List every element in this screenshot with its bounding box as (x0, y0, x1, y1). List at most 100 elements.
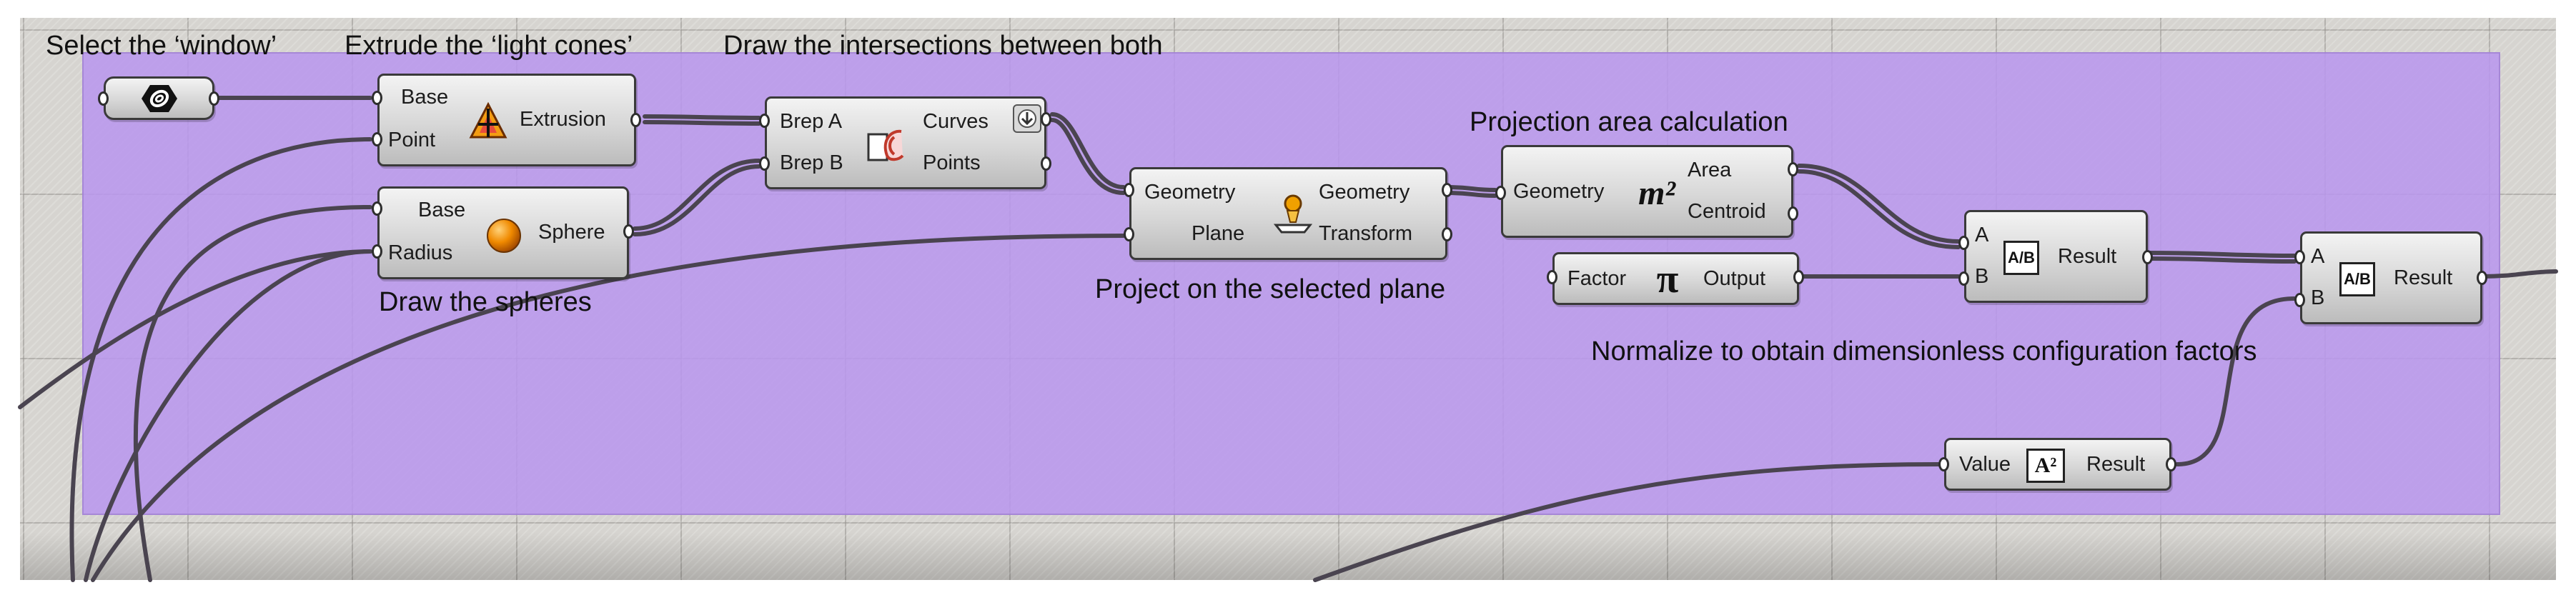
wire-sphere-to-brepB-2 (633, 164, 761, 236)
intersect-curves-port[interactable] (1041, 112, 1051, 126)
sphere-radius-port[interactable] (372, 244, 382, 259)
wire-to-sphere-base (133, 205, 372, 582)
flatten-arrow-icon[interactable] (1013, 104, 1041, 133)
division2-result-port[interactable] (2477, 271, 2487, 285)
brep-brep-intersection-node[interactable]: Brep A Brep B Curves Points (765, 96, 1046, 189)
area-area-port[interactable] (1788, 162, 1798, 176)
wire-to-project-plane (91, 234, 1126, 582)
division1-b-port[interactable] (1958, 271, 1969, 286)
extrude-node[interactable]: Base Point Extrusion (377, 74, 636, 166)
area-output-centroid: Centroid (1688, 200, 1766, 223)
wire-curves-to-geometry-2 (1050, 118, 1126, 195)
pi-node[interactable]: Factor π Output (1552, 252, 1799, 305)
wire-division2-out (2480, 269, 2558, 279)
extrude-input-base: Base (401, 86, 449, 109)
division2-input-b: B (2311, 286, 2325, 309)
intersect-brepA-port[interactable] (759, 114, 770, 128)
sphere-base-port[interactable] (372, 201, 382, 216)
wire-to-extrude-point (69, 137, 372, 582)
wire-to-sphere-radius-b (84, 249, 372, 582)
brep-param-input-port[interactable] (98, 91, 109, 106)
brep-parameter-icon (134, 81, 184, 116)
extrude-point-icon (467, 100, 510, 143)
wire-square-to-division2-b (2175, 296, 2297, 466)
brep-parameter-node[interactable] (104, 76, 214, 120)
project-node[interactable]: Geometry Plane Geometry Transform (1129, 167, 1447, 260)
project-plane-port[interactable] (1124, 227, 1134, 241)
pi-icon: π (1656, 257, 1679, 301)
wire-project-to-area-2 (1445, 191, 1497, 198)
area-geometry-port[interactable] (1495, 186, 1506, 200)
wire-area-to-division-a-2 (1797, 169, 1961, 249)
extrude-output-extrusion: Extrusion (520, 108, 606, 131)
sphere-icon (484, 216, 524, 256)
division1-input-b: B (1975, 265, 1989, 288)
project-geometry-in-port[interactable] (1124, 183, 1134, 197)
area-centroid-port[interactable] (1788, 206, 1798, 221)
intersect-brepB-port[interactable] (759, 156, 770, 171)
label-projection-area: Projection area calculation (1470, 107, 1788, 137)
square-output-result: Result (2086, 453, 2146, 476)
square-input-value: Value (1959, 453, 2011, 476)
project-input-plane: Plane (1192, 222, 1245, 245)
label-extrude-cones: Extrude the ‘light cones’ (345, 31, 633, 61)
wire-division-to-division2-a (2146, 251, 2297, 258)
division-node-2[interactable]: A B A/B Result (2300, 231, 2482, 324)
intersect-points-port[interactable] (1041, 156, 1051, 171)
division2-a-port[interactable] (2294, 250, 2305, 264)
square-icon: A² (2026, 449, 2065, 483)
pi-output-port[interactable] (1793, 270, 1804, 284)
division1-result-port[interactable] (2142, 250, 2153, 264)
label-normalize: Normalize to obtain dimensionless config… (1591, 336, 2257, 366)
label-draw-intersections: Draw the intersections between both (723, 31, 1163, 61)
project-icon (1272, 192, 1314, 236)
wire-extrusion-to-brepA (643, 114, 761, 120)
brep-brep-intersection-icon (864, 123, 908, 166)
extrude-point-port[interactable] (372, 132, 382, 146)
intersect-input-brepB: Brep B (780, 151, 843, 174)
division-icon: A/B (2339, 262, 2375, 296)
wire-area-to-division-a (1797, 164, 1961, 244)
project-output-transform: Transform (1319, 222, 1413, 245)
wire-to-square-value (1313, 462, 1941, 582)
project-geometry-out-port[interactable] (1442, 183, 1452, 197)
wire-division-to-division2-a-2 (2146, 256, 2297, 264)
division2-input-a: A (2311, 245, 2325, 268)
project-input-geometry: Geometry (1144, 181, 1236, 204)
wire-extrusion-to-brepA-2 (643, 120, 761, 126)
label-project-plane: Project on the selected plane (1095, 274, 1446, 304)
wire-to-sphere-radius (18, 249, 372, 409)
extrude-base-port[interactable] (372, 91, 382, 105)
extrude-input-point: Point (388, 129, 436, 151)
square-node[interactable]: Value A² Result (1944, 438, 2171, 491)
intersect-output-points: Points (923, 151, 981, 174)
division1-a-port[interactable] (1958, 236, 1969, 250)
division2-b-port[interactable] (2294, 293, 2305, 307)
sphere-output-sphere: Sphere (538, 221, 605, 244)
pi-factor-port[interactable] (1547, 270, 1557, 284)
square-result-port[interactable] (2166, 457, 2176, 471)
division-node-1[interactable]: A B A/B Result (1964, 210, 2148, 303)
area-input-geometry: Geometry (1513, 180, 1605, 203)
label-draw-spheres: Draw the spheres (379, 287, 592, 317)
area-output-area: Area (1688, 159, 1732, 181)
wire-sphere-to-brepB (633, 159, 761, 231)
project-transform-port[interactable] (1442, 227, 1452, 241)
label-select-window: Select the ‘window’ (46, 31, 277, 61)
pi-input-factor: Factor (1567, 267, 1627, 290)
sphere-node[interactable]: Base Radius Sphere (377, 186, 629, 279)
pi-output-output: Output (1703, 267, 1766, 290)
area-m2-icon: m² (1638, 174, 1675, 212)
extrude-extrusion-port[interactable] (630, 113, 641, 127)
area-node[interactable]: Geometry m² Area Centroid (1501, 145, 1793, 238)
square-value-port[interactable] (1938, 457, 1949, 471)
sphere-sphere-port[interactable] (623, 224, 634, 239)
brep-param-output-port[interactable] (209, 91, 219, 106)
project-output-geometry: Geometry (1319, 181, 1410, 204)
division-icon: A/B (2003, 241, 2039, 275)
wire-curves-to-geometry (1050, 112, 1126, 189)
intersect-input-brepA: Brep A (780, 110, 843, 133)
division1-output-result: Result (2058, 245, 2117, 268)
division1-input-a: A (1975, 224, 1989, 246)
